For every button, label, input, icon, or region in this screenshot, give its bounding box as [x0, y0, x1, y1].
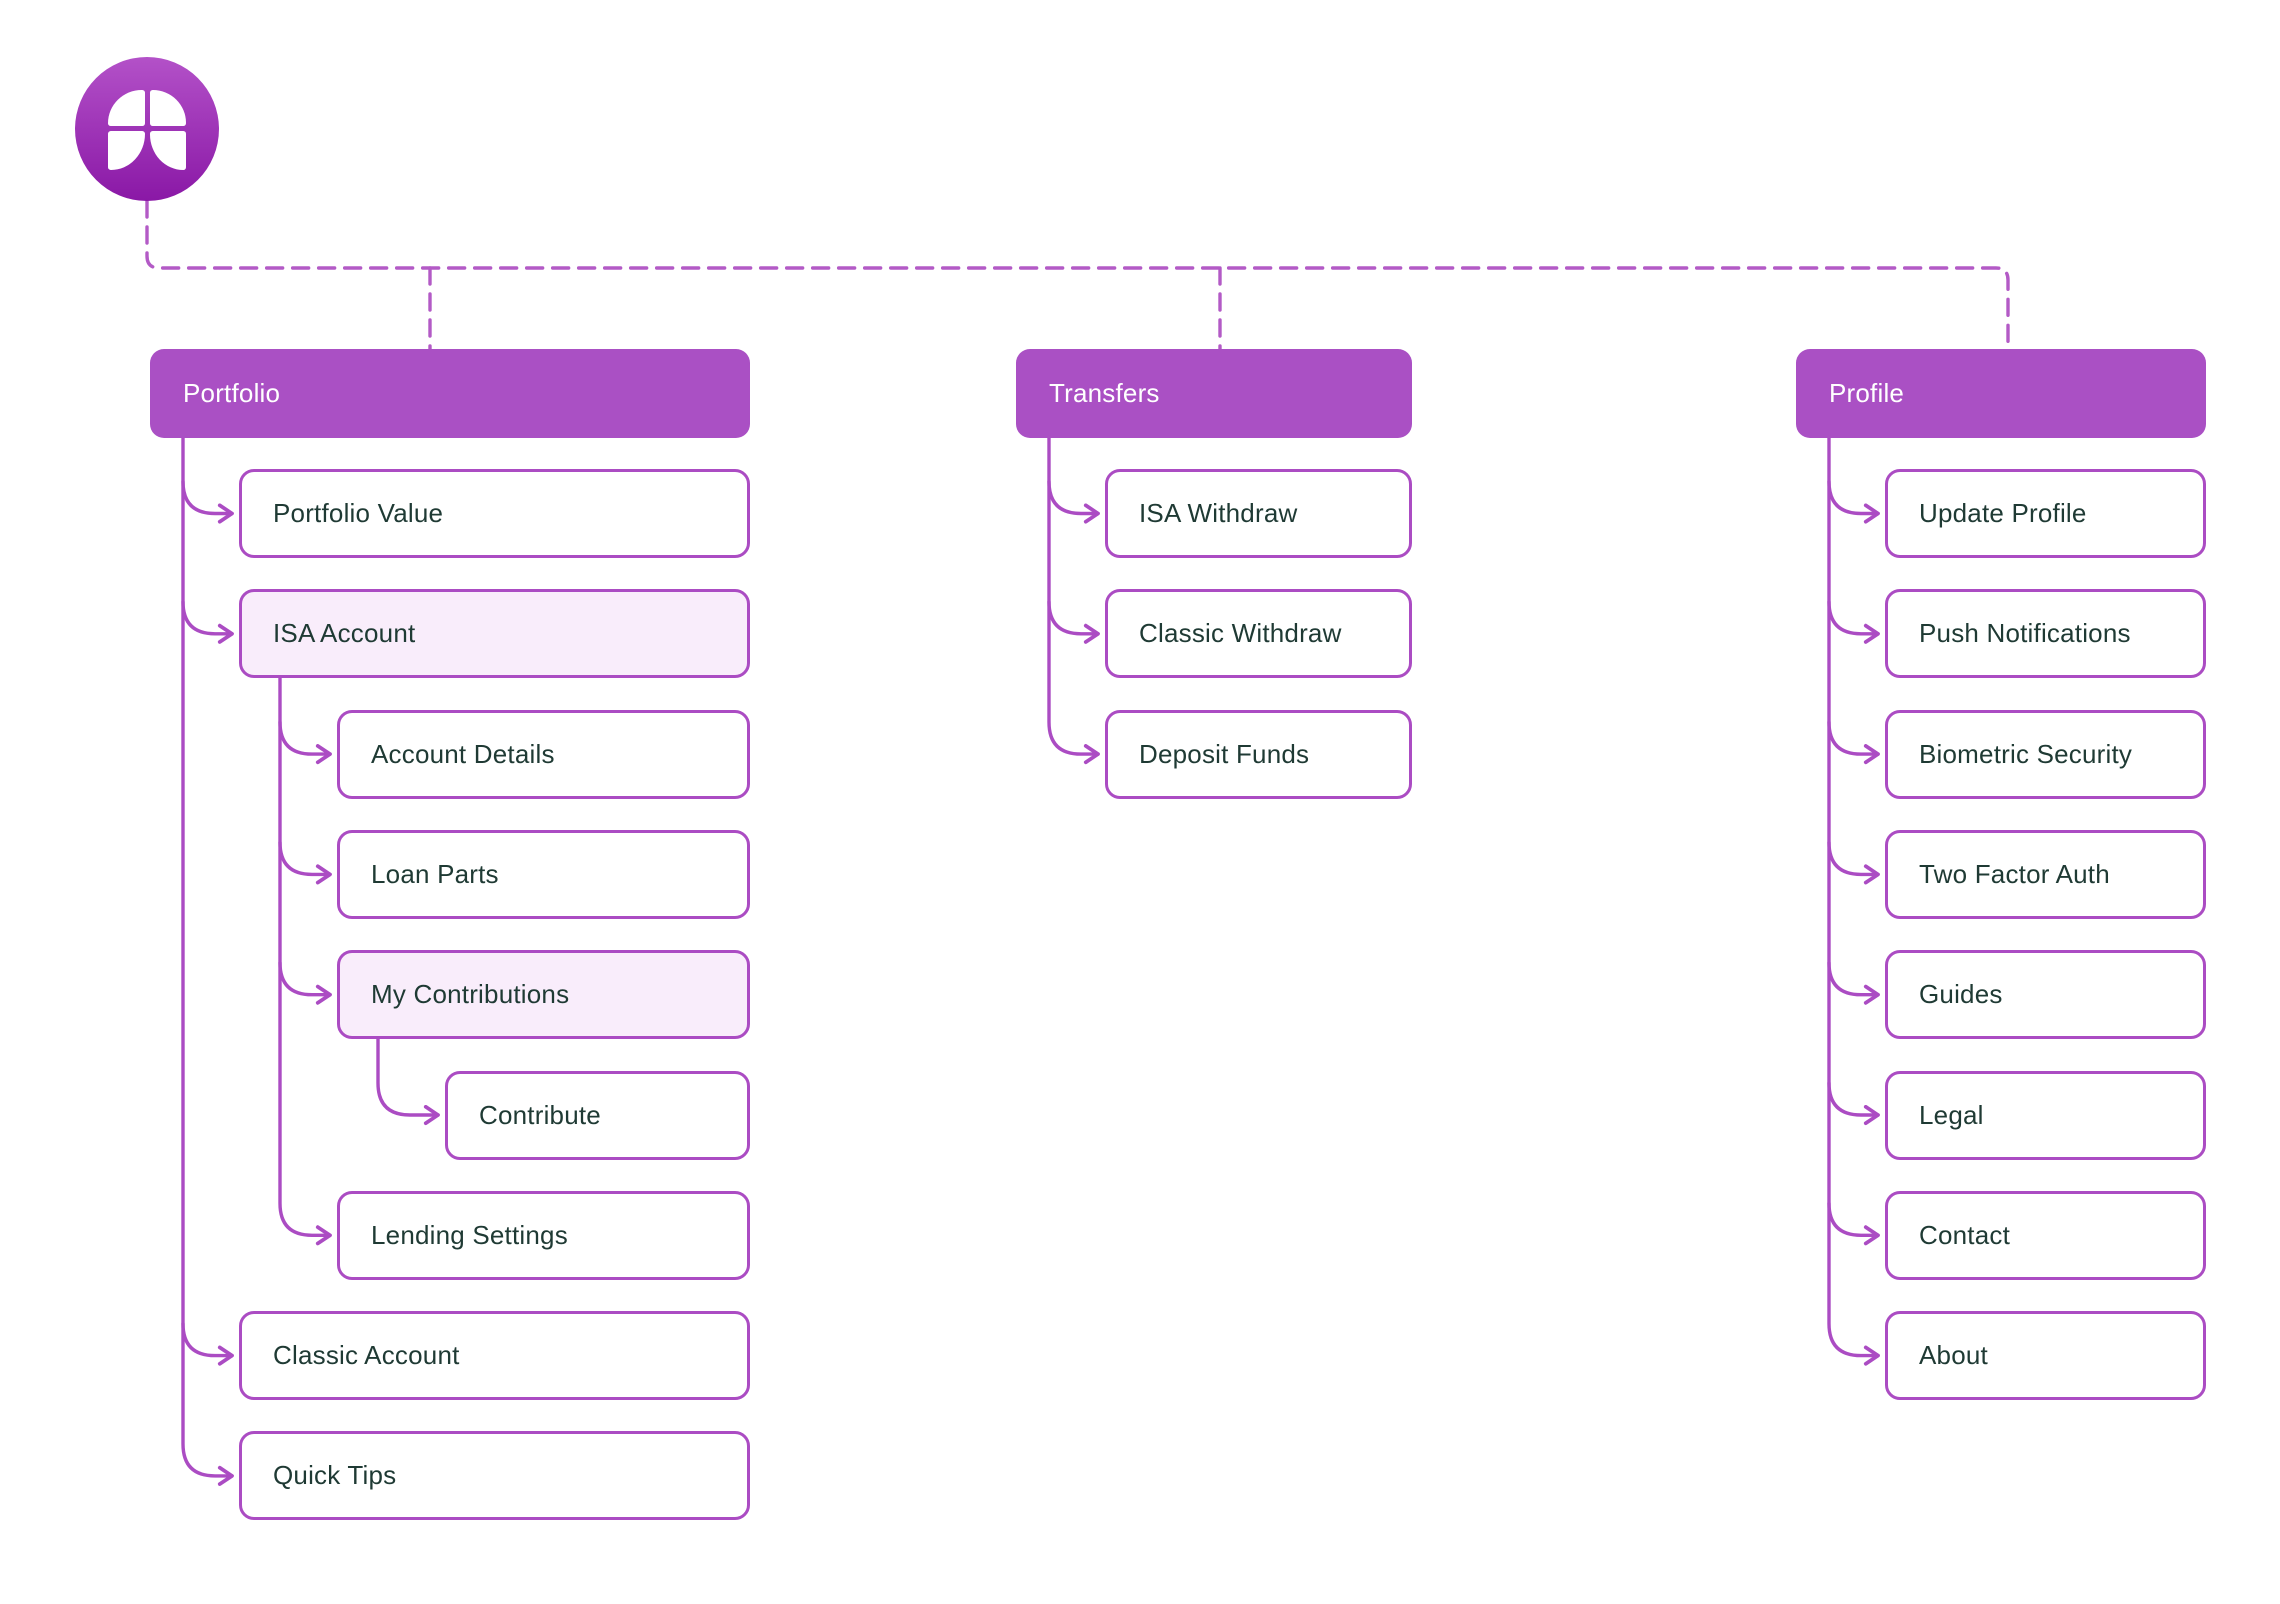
- section-header-label: Portfolio: [183, 378, 281, 408]
- section-header-label: Transfers: [1049, 378, 1160, 408]
- node-label: Account Details: [371, 738, 555, 769]
- app-logo[interactable]: [75, 57, 219, 201]
- logo-window-glyph: [108, 90, 186, 170]
- node-my-contributions[interactable]: My Contributions: [337, 950, 750, 1040]
- branch-arrow-line: [278, 720, 332, 765]
- branch-arrow-line: [181, 479, 234, 524]
- section-header-transfers[interactable]: Transfers: [1016, 349, 1412, 438]
- node-label: Classic Account: [273, 1340, 460, 1371]
- node-label: Deposit Funds: [1139, 738, 1310, 769]
- branch-arrow-line: [181, 436, 234, 1486]
- branch-arrow-line: [1827, 720, 1880, 765]
- section-header-profile[interactable]: Profile: [1796, 349, 2206, 438]
- node-lending-settings[interactable]: Lending Settings: [337, 1190, 750, 1280]
- branch-arrow-line: [181, 600, 234, 644]
- branch-arrow-line: [278, 840, 332, 885]
- branch-arrow-line: [1827, 961, 1880, 1005]
- node-contribute[interactable]: Contribute: [445, 1070, 750, 1160]
- branch-arrow-line: [1047, 436, 1100, 765]
- branch-arrow-line: [1827, 840, 1880, 885]
- node-account-details[interactable]: Account Details: [337, 709, 750, 799]
- node-label: ISA Account: [273, 618, 416, 649]
- branch-arrow-line: [181, 1321, 234, 1366]
- node-label: About: [1919, 1340, 1988, 1371]
- node-label: Push Notifications: [1919, 618, 2131, 649]
- branch-arrow-line: [1827, 1081, 1880, 1126]
- node-legal[interactable]: Legal: [1885, 1070, 2206, 1160]
- branch-arrow-line: [376, 1037, 440, 1126]
- logo-pane-top-left-icon: [108, 90, 145, 126]
- node-label: Update Profile: [1919, 498, 2087, 528]
- node-label: Two Factor Auth: [1919, 858, 2110, 889]
- node-quick-tips[interactable]: Quick Tips: [239, 1431, 750, 1521]
- node-label: ISA Withdraw: [1139, 498, 1298, 528]
- node-label: Classic Withdraw: [1139, 618, 1342, 649]
- node-portfolio-value[interactable]: Portfolio Value: [239, 469, 750, 558]
- node-biometric-security[interactable]: Biometric Security: [1885, 709, 2206, 799]
- node-label: Loan Parts: [371, 858, 499, 889]
- branch-arrow-line: [278, 961, 332, 1005]
- section-header-label: Profile: [1829, 378, 1905, 408]
- node-two-factor-auth[interactable]: Two Factor Auth: [1885, 829, 2206, 919]
- logo-pane-top-right-icon: [149, 90, 186, 126]
- logo-pane-bottom-left-icon: [108, 131, 145, 170]
- dashed-connector-line: [145, 199, 2010, 351]
- node-guides[interactable]: Guides: [1885, 950, 2206, 1040]
- node-label: Quick Tips: [273, 1460, 397, 1491]
- branch-arrow-line: [1827, 1201, 1880, 1246]
- node-push-notifications[interactable]: Push Notifications: [1885, 589, 2206, 679]
- node-label: My Contributions: [371, 979, 570, 1010]
- branch-arrow-line: [278, 676, 332, 1246]
- node-label: Contact: [1919, 1219, 2011, 1250]
- logo-pane-bottom-right-icon: [149, 131, 186, 170]
- node-label: Portfolio Value: [273, 498, 444, 528]
- node-label: Biometric Security: [1919, 738, 2133, 769]
- branch-arrow-line: [1827, 436, 1880, 1366]
- node-isa-account[interactable]: ISA Account: [239, 589, 750, 679]
- section-header-portfolio[interactable]: Portfolio: [150, 349, 750, 438]
- node-classic-withdraw[interactable]: Classic Withdraw: [1105, 589, 1412, 679]
- node-label: Legal: [1919, 1099, 1984, 1130]
- node-update-profile[interactable]: Update Profile: [1885, 469, 2206, 558]
- branch-arrow-line: [1827, 479, 1880, 524]
- node-isa-withdraw[interactable]: ISA Withdraw: [1105, 469, 1412, 558]
- node-about[interactable]: About: [1885, 1311, 2206, 1401]
- branch-arrow-line: [1047, 600, 1100, 644]
- node-deposit-funds[interactable]: Deposit Funds: [1105, 709, 1412, 799]
- branch-arrow-line: [1827, 600, 1880, 644]
- node-loan-parts[interactable]: Loan Parts: [337, 829, 750, 919]
- node-label: Contribute: [479, 1099, 601, 1130]
- node-contact[interactable]: Contact: [1885, 1190, 2206, 1280]
- node-classic-account[interactable]: Classic Account: [239, 1311, 750, 1401]
- node-label: Lending Settings: [371, 1219, 568, 1250]
- node-label: Guides: [1919, 979, 2003, 1010]
- branch-arrow-line: [1047, 479, 1100, 524]
